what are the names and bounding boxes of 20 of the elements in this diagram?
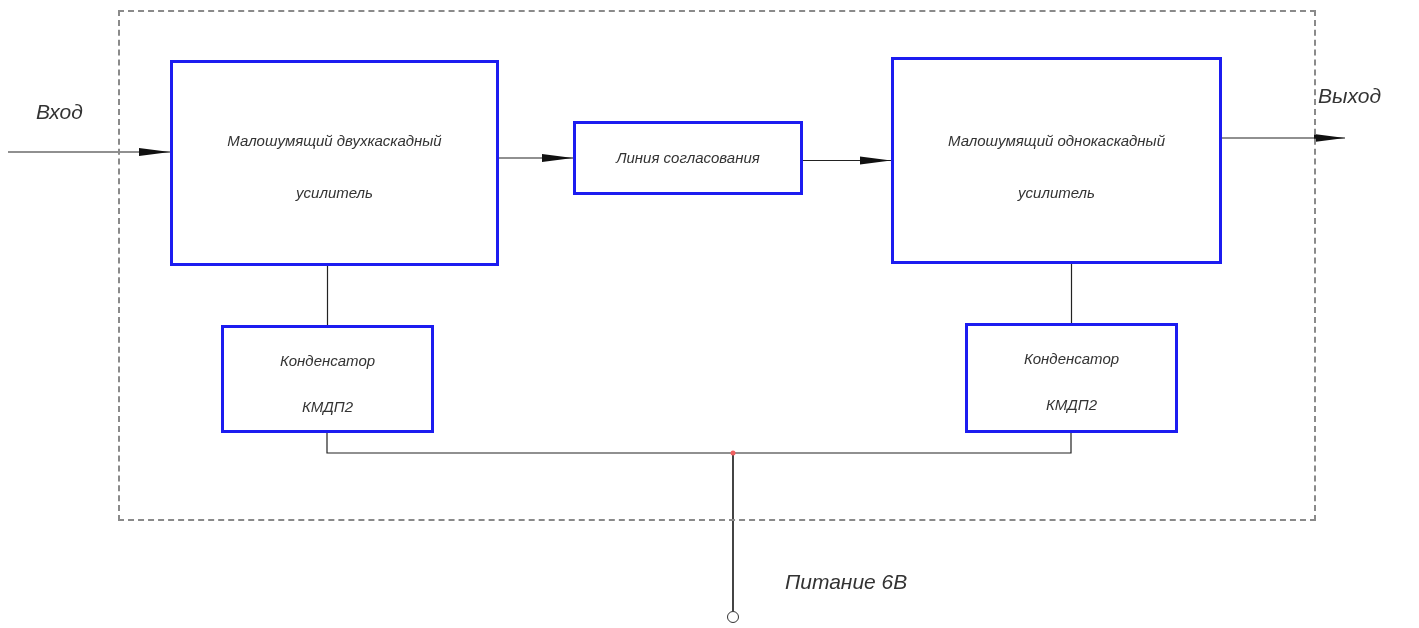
terminal-circle xyxy=(727,611,739,623)
arrow xyxy=(802,156,892,165)
block-box xyxy=(891,57,1222,264)
block-box xyxy=(221,325,434,433)
block-box xyxy=(573,121,803,195)
arrow xyxy=(1221,134,1346,142)
connector-line xyxy=(732,432,1072,612)
block-box xyxy=(170,60,499,266)
block-label: Линия согласования xyxy=(616,148,760,168)
connector-line xyxy=(1070,263,1073,324)
connector-line xyxy=(326,265,329,326)
block-label: Малошумящий двухкаскадный усилитель xyxy=(226,131,443,203)
block-label: Конденсатор КМДП2 xyxy=(278,351,377,417)
supply-label: Питание 6В xyxy=(785,570,908,594)
block-label: Конденсатор КМДП2 xyxy=(1022,349,1121,415)
dashed-boundary-frame xyxy=(118,10,1316,521)
block-label: Малошумящий однокаскадный усилитель xyxy=(947,131,1166,203)
block-box xyxy=(965,323,1178,433)
arrow xyxy=(498,154,574,162)
arrow xyxy=(7,148,171,156)
